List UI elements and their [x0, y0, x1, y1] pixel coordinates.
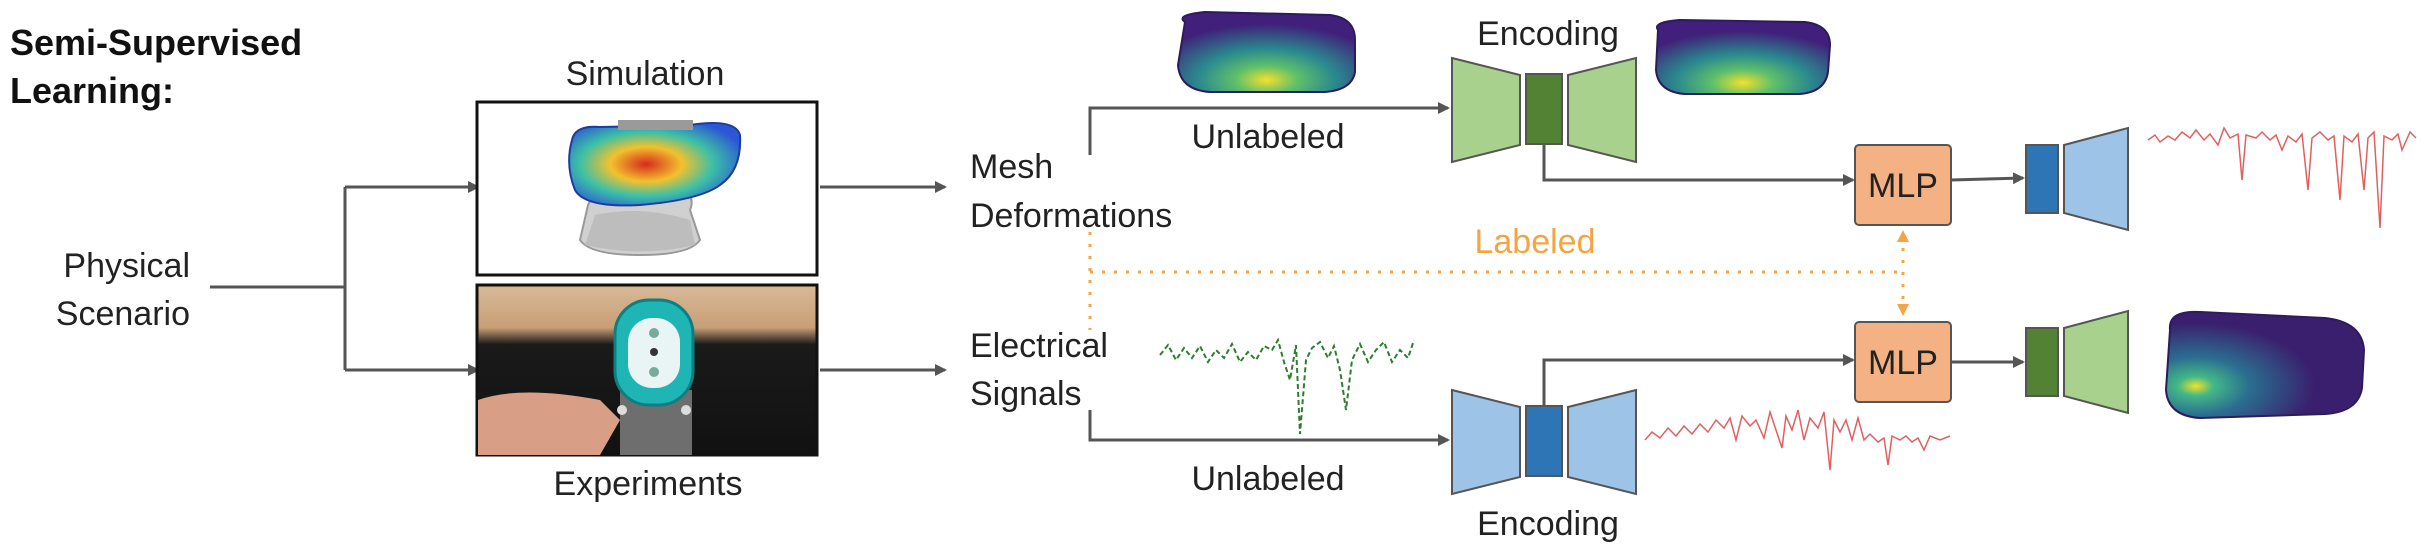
panel-arrows: [820, 181, 947, 376]
encoding-top-label: Encoding: [1477, 15, 1619, 53]
physical-label-1: Physical: [63, 247, 190, 285]
output-mesh-image: [2164, 310, 2366, 420]
simulation-render: [568, 120, 742, 257]
electrical-label-2: Signals: [970, 375, 1082, 413]
reconstructed-signal-red: [1644, 409, 1951, 471]
bottom-encoder: [1451, 388, 1637, 496]
title-line2: Learning:: [10, 70, 174, 111]
output-signal-top: [2147, 126, 2417, 229]
mlp-top-label: MLP: [1868, 167, 1938, 205]
unlabeled-bottom-label: Unlabeled: [1191, 460, 1344, 498]
bottom-mesh-decoder: [2025, 309, 2129, 415]
mlp-top-out-arrow: [1950, 172, 2025, 185]
labeled-connection: [1088, 230, 1909, 330]
mesh-label-2: Deformations: [970, 197, 1172, 235]
top-latent-arrow: [1542, 145, 1855, 186]
bottom-unlabeled-arrow: [1088, 410, 1450, 446]
experiment-photo: [478, 298, 695, 455]
electrical-label-1: Electrical: [970, 327, 1108, 365]
top-signal-decoder: [2025, 126, 2129, 232]
physical-label-2: Scenario: [56, 295, 190, 333]
unlabeled-top-label: Unlabeled: [1191, 118, 1344, 156]
title-line1: Semi-Supervised: [10, 22, 302, 63]
experiments-label: Experiments: [554, 465, 743, 503]
mesh-label-1: Mesh: [970, 148, 1053, 186]
input-mesh-image: [1176, 10, 1356, 93]
mlp-bottom-label: MLP: [1868, 344, 1938, 382]
mlp-top-box: [1854, 144, 1952, 226]
bottom-latent-arrow: [1542, 354, 1855, 406]
top-encoder: [1451, 56, 1637, 164]
input-signal-green: [1159, 337, 1415, 435]
simulation-label: Simulation: [566, 55, 725, 93]
input-arrows: [210, 181, 480, 376]
reconstructed-mesh-image: [1654, 18, 1832, 95]
labeled-label: Labeled: [1474, 223, 1595, 261]
top-unlabeled-arrow: [1088, 102, 1450, 155]
encoding-bottom-label: Encoding: [1477, 505, 1619, 543]
